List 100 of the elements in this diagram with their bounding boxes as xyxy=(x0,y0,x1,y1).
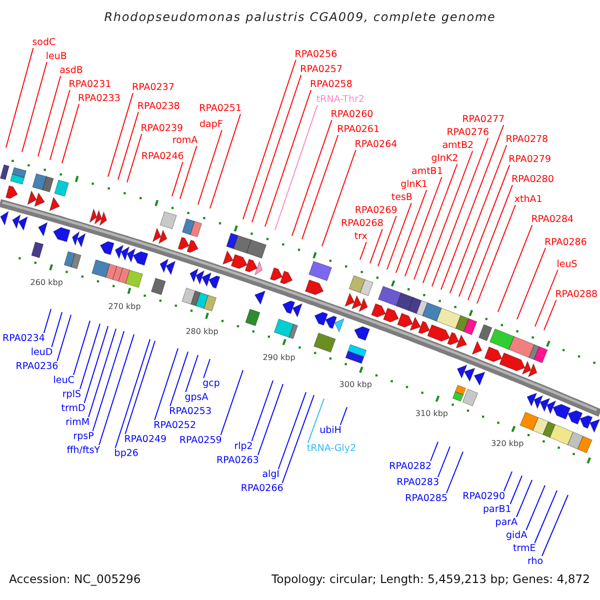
gene-label: leuC xyxy=(53,375,74,386)
gene-label: gpsA xyxy=(184,392,208,403)
gene-label: RPA0290 xyxy=(462,491,505,502)
gene-label: RPA0269 xyxy=(354,205,398,216)
gene-label: RPA0256 xyxy=(294,49,338,60)
leader-line xyxy=(172,162,184,197)
gene-label: RPA0252 xyxy=(154,420,196,431)
leader-line xyxy=(185,354,198,392)
gene-label: sodC xyxy=(32,37,56,48)
leader-line xyxy=(498,224,533,312)
leader-line xyxy=(242,60,296,220)
gene-label: leuS xyxy=(556,259,578,270)
gene-label: leuB xyxy=(46,51,67,62)
leader-line xyxy=(62,104,80,164)
gene-label: RPA0280 xyxy=(512,174,554,185)
gene-label: RPA0246 xyxy=(141,151,184,162)
leader-line xyxy=(504,471,512,492)
gene-label: parA xyxy=(495,517,518,528)
gene-label: RPA0284 xyxy=(531,214,574,225)
gene-label: tesB xyxy=(391,192,412,203)
leader-line xyxy=(307,398,324,444)
gene-label: amtB1 xyxy=(412,166,443,177)
leader-line xyxy=(50,90,70,160)
gene-label: RPA0249 xyxy=(124,434,167,445)
gene-label: tRNA-Thr2 xyxy=(316,94,364,105)
gene-label: rplS xyxy=(62,389,81,400)
leader-line xyxy=(180,146,198,200)
leader-line xyxy=(414,164,458,280)
leader-line xyxy=(322,150,356,247)
leader-line xyxy=(220,370,244,436)
leader-line xyxy=(542,494,568,556)
leader-line xyxy=(108,92,134,178)
leader-line xyxy=(360,242,367,260)
gene-label: romA xyxy=(172,135,198,146)
leader-line xyxy=(340,406,348,426)
leader-line xyxy=(84,326,108,404)
scale-label: 290 kbp xyxy=(262,352,296,362)
gene-label: rho xyxy=(528,556,544,567)
gene-label: glnK1 xyxy=(400,179,428,190)
leader-line xyxy=(118,112,139,180)
gene-label: RPA0278 xyxy=(506,134,548,145)
leader-line xyxy=(446,451,464,494)
leader-line xyxy=(510,475,522,504)
leader-line xyxy=(203,358,210,378)
map-title: Rhodopseudomonas palustris CGA009, complete genome xyxy=(104,10,496,25)
gene-label: RPA0276 xyxy=(446,127,490,138)
leader-line xyxy=(154,348,178,420)
scale-label: 310 kbp xyxy=(415,409,448,418)
leader-line xyxy=(282,394,314,484)
leader-line xyxy=(378,216,397,267)
gene-label: asdB xyxy=(60,65,83,76)
gene-label: RPA0233 xyxy=(78,93,120,104)
leader-line xyxy=(251,380,274,442)
scale-label: 270 kbp xyxy=(108,302,141,311)
leader-line xyxy=(516,248,546,320)
scale-label: 260 kbp xyxy=(30,278,63,288)
gene-label: leuD xyxy=(30,347,53,358)
leader-line xyxy=(92,330,124,432)
gene-label: RPA0261 xyxy=(337,124,380,135)
gene-label: rlp2 xyxy=(234,441,253,452)
leader-line xyxy=(258,384,284,456)
leader-line xyxy=(526,484,546,530)
gene-label: amtB2 xyxy=(442,140,474,151)
gene-label: tRNA-Gly2 xyxy=(306,443,356,454)
leader-line xyxy=(396,190,428,274)
gene-label: RPA0264 xyxy=(354,139,398,150)
leader-line xyxy=(440,124,504,290)
leader-line xyxy=(404,176,442,277)
gene-label: RPA0251 xyxy=(199,103,242,114)
gene-label: RPA0268 xyxy=(341,218,384,229)
leader-line xyxy=(516,479,532,518)
gene-label: RPA0283 xyxy=(396,477,439,488)
gene-label: RPA0285 xyxy=(405,493,448,504)
leader-line xyxy=(56,314,72,362)
leader-line xyxy=(264,90,312,228)
leader-line xyxy=(22,62,48,152)
leader-line xyxy=(476,204,516,304)
leader-line xyxy=(88,328,116,418)
gene-label: gidA xyxy=(506,530,528,541)
leader-line xyxy=(430,441,438,462)
leader-line xyxy=(98,334,134,446)
leader-line xyxy=(534,270,558,327)
leader-line xyxy=(126,134,142,183)
leader-line xyxy=(43,308,52,334)
gene-label: RPA0237 xyxy=(132,82,174,93)
gene-label: RPA0277 xyxy=(462,114,505,125)
gene-label: glnK2 xyxy=(431,153,458,164)
gene-label: RPA0282 xyxy=(389,461,432,472)
gene-label: RPA0259 xyxy=(179,435,222,446)
gene-label: trx xyxy=(354,231,368,242)
gene-label: trmE xyxy=(513,543,536,554)
gene-label: parB1 xyxy=(483,504,512,515)
gene-label: RPA0239 xyxy=(140,123,184,134)
leader-line xyxy=(80,323,100,390)
leader-line xyxy=(38,76,62,157)
leader-line xyxy=(422,150,474,284)
scale-label: 280 kbp xyxy=(186,326,218,336)
leader-line xyxy=(114,338,150,448)
leader-line xyxy=(370,228,383,264)
leader-line xyxy=(278,392,306,470)
